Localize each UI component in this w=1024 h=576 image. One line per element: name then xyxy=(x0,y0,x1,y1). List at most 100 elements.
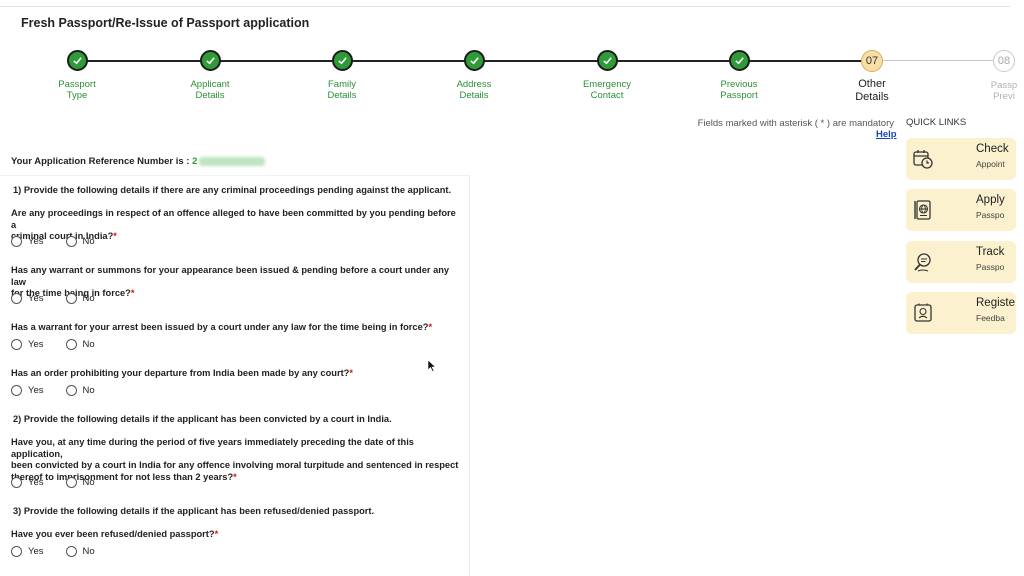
required-asterisk: * xyxy=(349,368,353,378)
step-label: Details xyxy=(855,91,889,103)
mouse-cursor-icon xyxy=(427,359,436,372)
step-label: Type xyxy=(66,90,88,101)
required-asterisk: * xyxy=(130,288,135,298)
check-icon xyxy=(596,50,618,71)
quick-link-title: Registe xyxy=(976,297,1015,309)
step-label: Previous xyxy=(720,79,758,90)
required-asterisk: * xyxy=(428,322,433,332)
required-asterisk: * xyxy=(214,529,219,539)
quick-link-subtitle: Passpo xyxy=(976,210,1005,220)
quick-link-subtitle: Appoint xyxy=(976,159,1005,169)
question-convicted: Have you, at any time during the period … xyxy=(11,437,459,482)
quick-link-check-appointment[interactable]: Check Appoint xyxy=(906,138,1016,180)
section-heading: 1) Provide the following details if ther… xyxy=(13,185,452,195)
radio-no[interactable]: No xyxy=(65,385,95,396)
question-passport-refused: Have you ever been refused/denied passpo… xyxy=(11,529,219,539)
quick-link-subtitle: Passpo xyxy=(976,262,1005,272)
radio-circle-icon xyxy=(65,236,77,247)
quick-links-title: QUICK LINKS xyxy=(906,117,967,128)
radio-yes[interactable]: Yes xyxy=(11,293,44,304)
page-title: Fresh Passport/Re-Issue of Passport appl… xyxy=(21,16,310,30)
criminal-proceedings-form: 1) Provide the following details if ther… xyxy=(0,175,470,576)
quick-link-register-feedback[interactable]: Registe Feedba xyxy=(906,292,1016,334)
calendar-clock-icon xyxy=(913,150,933,169)
radio-circle-icon xyxy=(11,385,22,396)
top-divider xyxy=(0,6,1010,7)
radio-circle-icon xyxy=(11,236,22,247)
check-icon xyxy=(463,50,485,71)
radio-yes[interactable]: Yes xyxy=(11,236,44,247)
radio-circle-icon xyxy=(11,293,22,304)
radio-yes[interactable]: Yes xyxy=(11,385,44,396)
step-number-badge: 08 xyxy=(993,50,1015,72)
step-label: Details xyxy=(459,90,489,101)
radio-no[interactable]: No xyxy=(65,236,95,247)
radio-circle-icon xyxy=(11,477,22,488)
radio-yes[interactable]: Yes xyxy=(11,477,44,488)
check-icon xyxy=(66,50,88,71)
radio-no[interactable]: No xyxy=(65,293,95,304)
step-label: Passp xyxy=(990,80,1018,91)
section-heading: 2) Provide the following details if the … xyxy=(13,414,392,424)
passport-globe-icon xyxy=(914,200,931,220)
step-label: Emergency xyxy=(582,79,632,90)
step-label: Details xyxy=(327,90,357,101)
quick-link-title: Track xyxy=(976,246,1005,258)
reference-number: 2 xyxy=(192,156,198,167)
step-label: Address xyxy=(456,79,492,90)
radio-group: Yes No xyxy=(11,236,117,247)
question-arrest-warrant: Has a warrant for your arrest been issue… xyxy=(11,322,433,332)
quick-link-subtitle: Feedba xyxy=(976,313,1005,323)
radio-circle-icon xyxy=(65,339,77,350)
track-search-icon xyxy=(914,253,931,272)
radio-circle-icon xyxy=(65,293,77,304)
mandatory-fields-note: Fields marked with asterisk ( * ) are ma… xyxy=(697,118,894,129)
step-label: Passport xyxy=(58,79,96,90)
question-departure-prohibited: Has an order prohibiting your departure … xyxy=(11,368,353,378)
application-reference: Your Application Reference Number is : 2 xyxy=(11,156,266,167)
radio-group: Yes No xyxy=(11,293,117,304)
step-label: Previ xyxy=(993,91,1015,102)
step-label: Contact xyxy=(590,90,624,101)
quick-link-track-passport[interactable]: Track Passpo xyxy=(906,241,1016,283)
step-label: Details xyxy=(195,90,225,101)
step-label: Family xyxy=(328,79,356,90)
step-number-badge: 07 xyxy=(861,50,883,72)
radio-yes[interactable]: Yes xyxy=(11,339,44,350)
radio-no[interactable]: No xyxy=(65,546,95,557)
radio-no[interactable]: No xyxy=(65,339,95,350)
radio-no[interactable]: No xyxy=(65,477,95,488)
section-heading: 3) Provide the following details if the … xyxy=(13,506,375,516)
required-asterisk: * xyxy=(233,471,237,482)
radio-yes[interactable]: Yes xyxy=(11,546,44,557)
reference-number-blurred xyxy=(199,156,266,166)
radio-circle-icon xyxy=(65,477,77,488)
quick-link-title: Check xyxy=(976,143,1009,155)
feedback-icon xyxy=(914,303,932,322)
quick-link-apply-passport[interactable]: Apply Passpo xyxy=(906,189,1016,231)
step-label: Other xyxy=(858,78,886,90)
stepper-track-remaining xyxy=(872,60,1007,61)
radio-group: Yes No xyxy=(11,546,117,557)
radio-circle-icon xyxy=(11,339,22,350)
step-label: Passport xyxy=(720,90,758,101)
radio-group: Yes No xyxy=(11,385,117,396)
check-icon xyxy=(199,50,221,71)
reference-label: Your Application Reference Number is : xyxy=(11,156,193,167)
step-label: Applicant xyxy=(190,79,230,90)
quick-link-title: Apply xyxy=(976,194,1005,206)
radio-circle-icon xyxy=(65,546,77,557)
check-icon xyxy=(331,50,353,71)
radio-group: Yes No xyxy=(11,339,117,350)
help-link[interactable]: Help xyxy=(876,129,897,140)
required-asterisk: * xyxy=(113,231,117,241)
